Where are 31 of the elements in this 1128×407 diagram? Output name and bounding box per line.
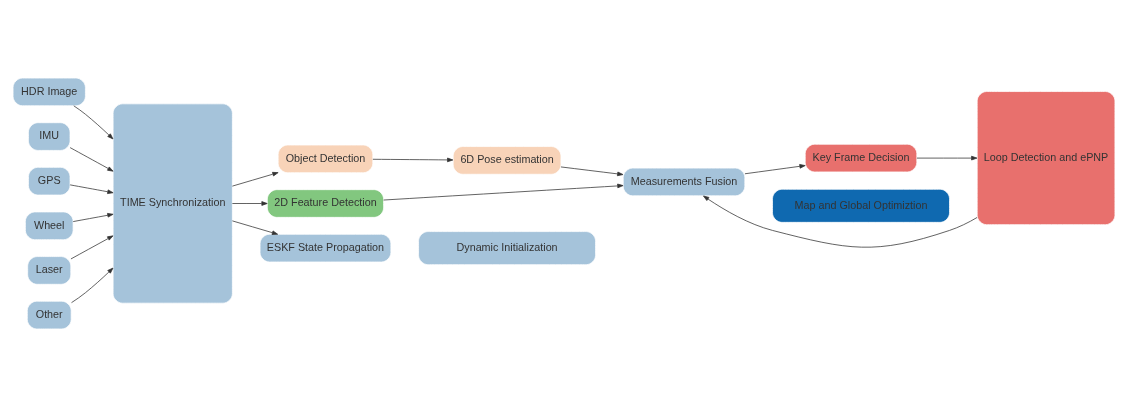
- arrow: [232, 201, 268, 206]
- arrow: [72, 213, 114, 222]
- arrow: [69, 184, 114, 194]
- node-box: Key Frame Decision: [804, 143, 918, 173]
- node-box: ESKF State Propagation: [259, 233, 392, 263]
- node-box: Wheel: [25, 211, 74, 241]
- arrow: [560, 166, 624, 177]
- arrow: [70, 235, 114, 260]
- node-box: Measurements Fusion: [622, 167, 746, 197]
- node-box: TIME Synchronization: [112, 103, 233, 304]
- arrow: [232, 171, 279, 187]
- node-box: 2D Feature Detection: [267, 189, 384, 218]
- arrow: [744, 164, 806, 175]
- node-box: Dynamic Initialization: [418, 231, 596, 266]
- arrow: [71, 267, 114, 304]
- node-box: 6D Pose estimation: [452, 146, 562, 175]
- arrow: [703, 195, 978, 248]
- node-box: Map and Global Optimiztion: [772, 188, 950, 223]
- node-box: Laser: [27, 256, 72, 285]
- node-box: Loop Detection and ePNP: [976, 91, 1116, 226]
- arrow: [372, 157, 454, 163]
- node-box: Object Detection: [277, 144, 374, 174]
- node-box: IMU: [28, 122, 71, 151]
- arrow: [73, 105, 114, 140]
- arrow: [69, 147, 114, 172]
- arrow: [232, 220, 279, 235]
- arrow: [383, 183, 624, 201]
- node-box: Other: [26, 300, 72, 330]
- arrow: [916, 155, 978, 161]
- node-box: HDR Image: [12, 77, 86, 107]
- node-box: GPS: [28, 166, 71, 196]
